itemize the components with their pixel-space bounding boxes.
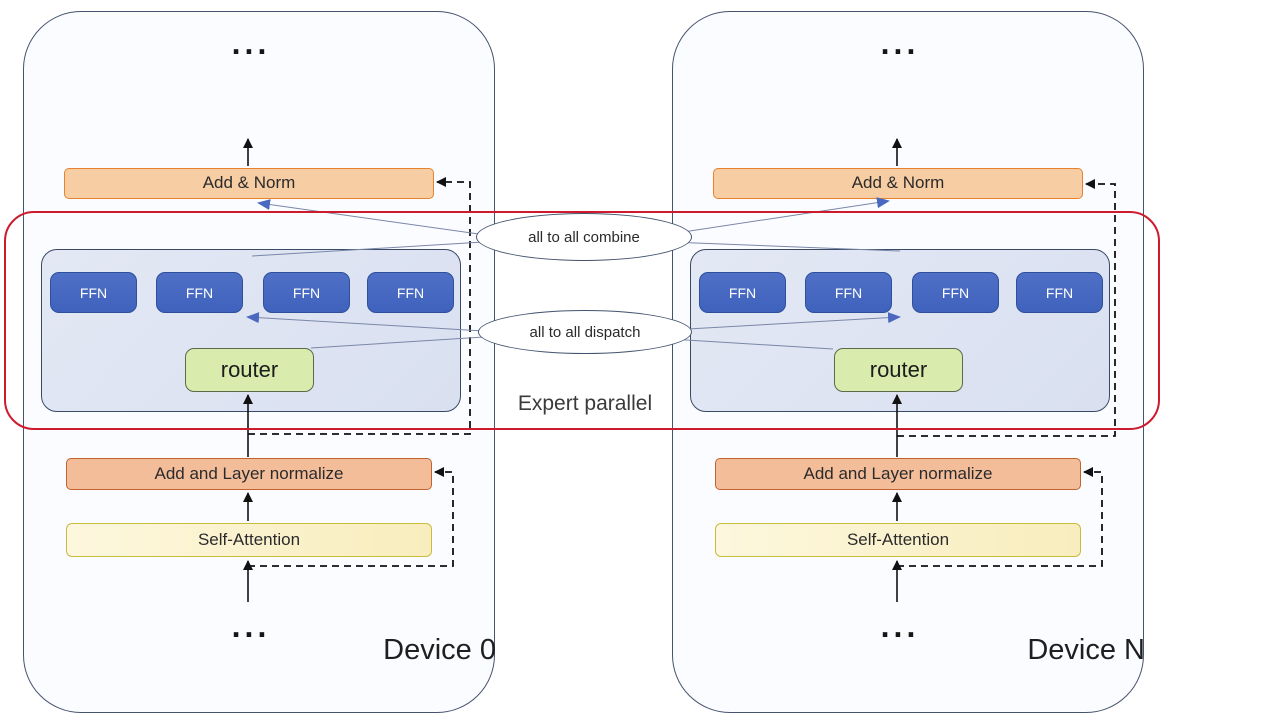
deviceN-residual-dashed [897,179,1116,567]
ffn-box: FFN [912,272,999,313]
deviceN-alltoall-links [669,197,901,350]
device-label: Device 0 [383,634,496,666]
add-layer-normalize-box: Add and Layer normalize [66,458,432,490]
all-to-all-dispatch-ellipse: all to all dispatch [478,310,692,354]
ffn-box: FFN [50,272,137,313]
device-N-container: ... Add & Norm FFN FFN FFN FFN router Ad… [672,11,1145,713]
expert-parallel-label: Expert parallel [517,392,653,415]
ffn-box: FFN [263,272,350,313]
expert-group-box: FFN FFN FFN FFN router [690,249,1110,412]
ffn-box: FFN [805,272,892,313]
device0-residual-dashed [248,177,471,567]
add-layer-normalize-box: Add and Layer normalize [715,458,1081,490]
ffn-box: FFN [699,272,786,313]
ffn-box: FFN [1016,272,1103,313]
ellipsis-top: ... [231,25,271,61]
device-0-container: ... Add & Norm FFN FFN FFN FFN router Ad… [23,11,496,713]
ellipsis-bottom: ... [880,608,920,644]
device-label: Device N [1027,634,1145,666]
add-norm-box: Add & Norm [64,168,434,199]
ellipsis-bottom: ... [231,608,271,644]
ffn-box: FFN [156,272,243,313]
self-attention-box: Self-Attention [715,523,1081,557]
ffn-box: FFN [367,272,454,313]
self-attention-box: Self-Attention [66,523,432,557]
ellipsis-top: ... [880,25,920,61]
router-box: router [834,348,963,392]
all-to-all-combine-ellipse: all to all combine [476,213,692,261]
expert-group-box: FFN FFN FFN FFN router [41,249,461,412]
add-norm-box: Add & Norm [713,168,1083,199]
router-box: router [185,348,314,392]
device0-alltoall-links [246,199,501,349]
